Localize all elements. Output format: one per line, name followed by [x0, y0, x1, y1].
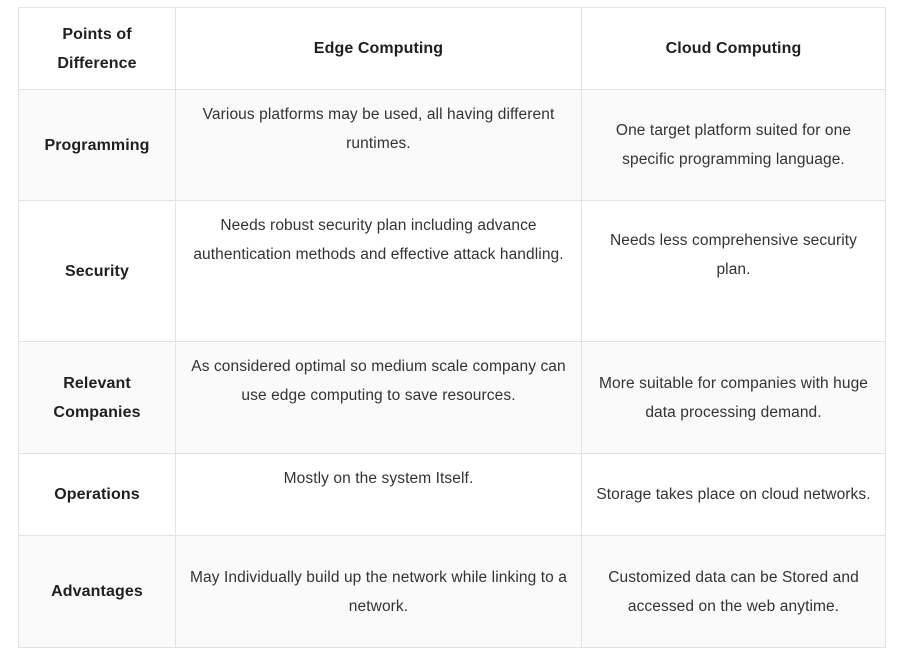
edge-cell: As considered optimal so medium scale co…	[175, 341, 582, 454]
comparison-table-container: Points of Difference Edge Computing Clou…	[18, 7, 886, 648]
edge-cell: Needs robust security plan including adv…	[175, 200, 582, 342]
header-cloud-computing: Cloud Computing	[581, 7, 886, 90]
table-header-row: Points of Difference Edge Computing Clou…	[18, 7, 886, 90]
header-edge-computing: Edge Computing	[175, 7, 582, 90]
header-points-of-difference: Points of Difference	[18, 7, 176, 90]
cloud-cell: Customized data can be Stored and access…	[581, 535, 886, 648]
row-label: Programming	[18, 89, 176, 201]
table-row-security: Security Needs robust security plan incl…	[18, 200, 886, 342]
row-label: Relevant Companies	[18, 341, 176, 454]
table-row-programming: Programming Various platforms may be use…	[18, 89, 886, 201]
table-row-operations: Operations Mostly on the system Itself. …	[18, 453, 886, 536]
row-label: Security	[18, 200, 176, 342]
cloud-cell: Storage takes place on cloud networks.	[581, 453, 886, 536]
table-row-relevant-companies: Relevant Companies As considered optimal…	[18, 341, 886, 454]
cloud-cell: One target platform suited for one speci…	[581, 89, 886, 201]
cloud-cell: Needs less comprehensive security plan.	[581, 200, 886, 342]
row-label: Operations	[18, 453, 176, 536]
table-row-advantages: Advantages May Individually build up the…	[18, 535, 886, 648]
cloud-cell: More suitable for companies with huge da…	[581, 341, 886, 454]
edge-cell: Various platforms may be used, all havin…	[175, 89, 582, 201]
edge-cell: Mostly on the system Itself.	[175, 453, 582, 536]
comparison-table: Points of Difference Edge Computing Clou…	[18, 7, 886, 648]
edge-cell: May Individually build up the network wh…	[175, 535, 582, 648]
row-label: Advantages	[18, 535, 176, 648]
